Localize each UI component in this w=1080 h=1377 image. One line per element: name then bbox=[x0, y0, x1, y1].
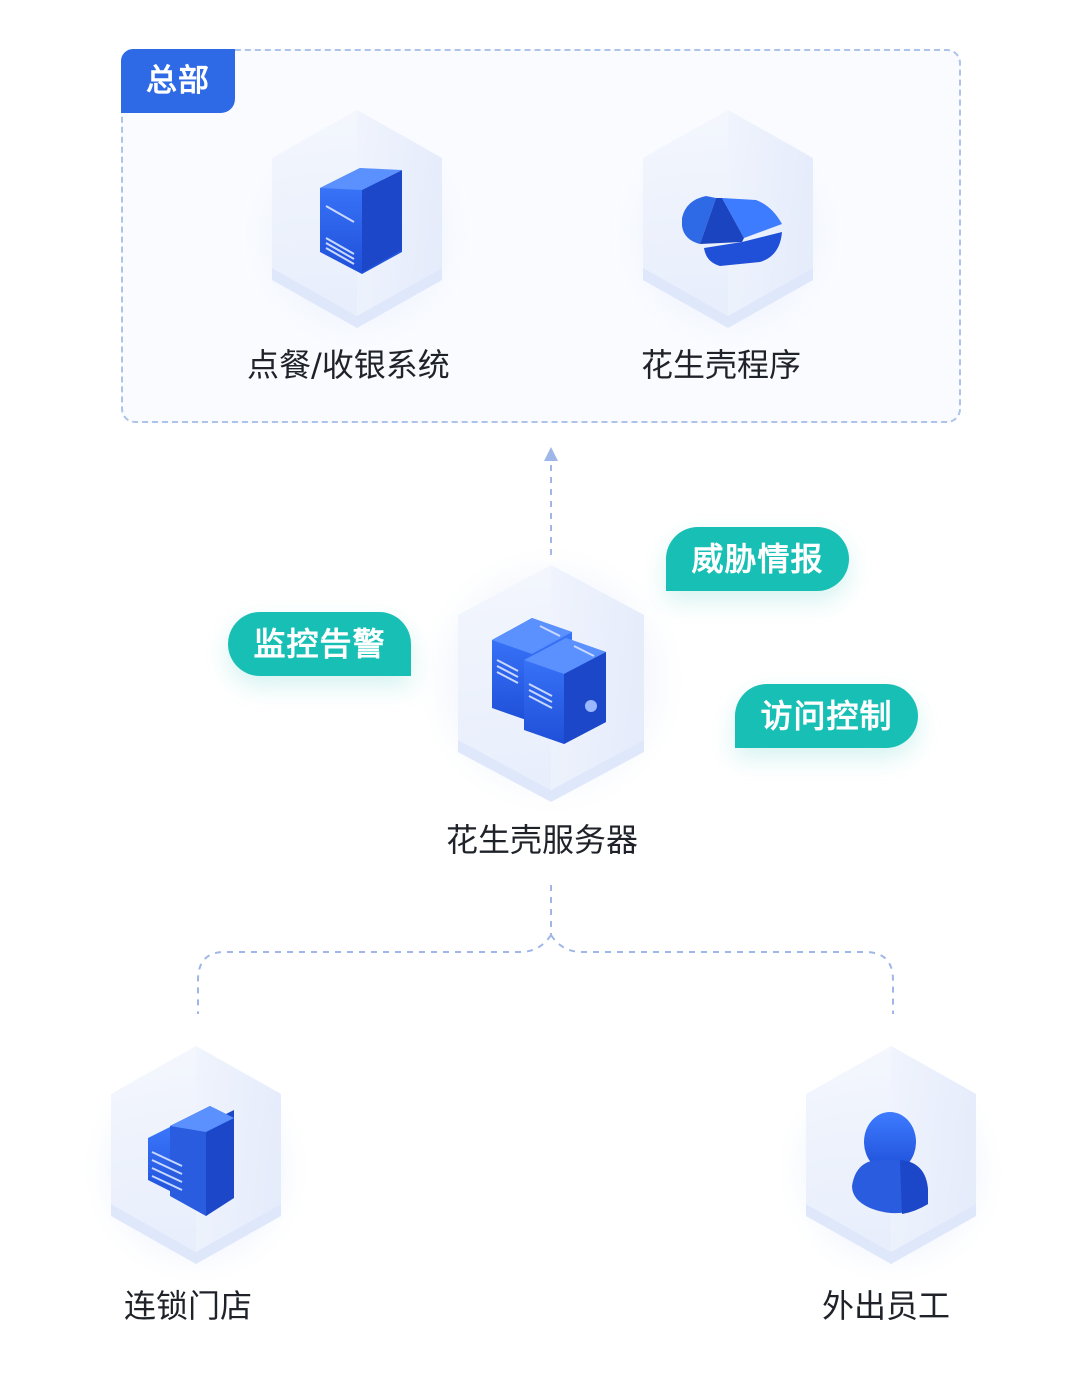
hq-peanut-program-label: 花生壳程序 bbox=[641, 346, 802, 384]
server-rack-icon bbox=[492, 618, 606, 744]
hq-panel bbox=[121, 49, 961, 423]
peanut-shell-logo-icon bbox=[682, 196, 782, 266]
hq-pos-system-label: 点餐/收银系统 bbox=[247, 346, 450, 384]
server-to-clients-connector bbox=[197, 885, 894, 1014]
threat-intel-badge: 威胁情报 bbox=[666, 527, 849, 591]
chain-store-node bbox=[106, 1046, 286, 1264]
access-control-badge: 访问控制 bbox=[735, 684, 918, 748]
user-person-icon bbox=[852, 1112, 928, 1214]
store-building-icon bbox=[148, 1106, 234, 1216]
monitor-alert-badge: 监控告警 bbox=[228, 612, 411, 676]
hq-peanut-program-node bbox=[638, 110, 818, 328]
center-server-node bbox=[441, 565, 661, 802]
server-to-hq-connector bbox=[544, 447, 558, 555]
chain-store-label: 连锁门店 bbox=[124, 1287, 253, 1325]
field-staff-node bbox=[801, 1046, 981, 1264]
hq-tab-label: 总部 bbox=[121, 49, 235, 113]
server-label: 花生壳服务器 bbox=[446, 821, 639, 859]
tower-server-icon bbox=[320, 168, 402, 274]
hq-tower-server-node bbox=[267, 110, 447, 328]
field-staff-label: 外出员工 bbox=[822, 1287, 951, 1325]
